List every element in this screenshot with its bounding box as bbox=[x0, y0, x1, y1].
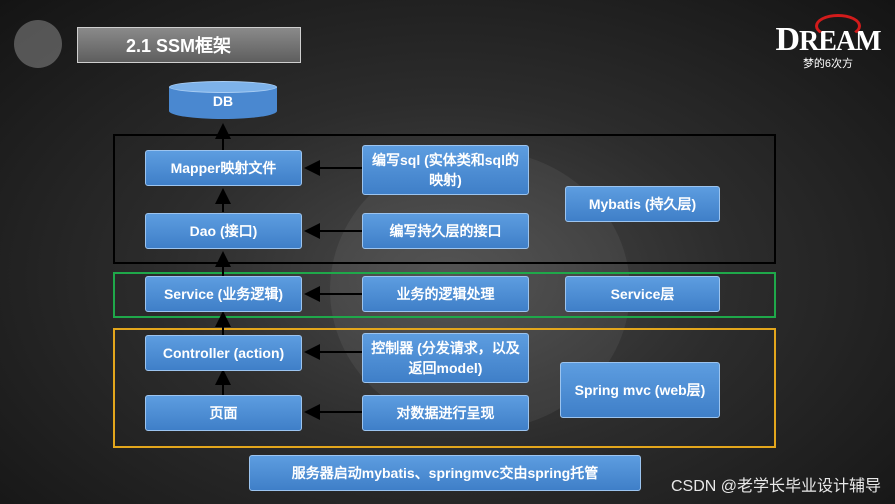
node-write-sql: 编写sql (实体类和sql的映射) bbox=[362, 145, 529, 195]
service-layer-frame bbox=[113, 272, 776, 318]
dream-logo: DREAM 梦的6次方 bbox=[773, 14, 883, 74]
node-dao: Dao (接口) bbox=[145, 213, 302, 249]
logo-swirl-icon bbox=[815, 14, 861, 38]
node-write-dao: 编写持久层的接口 bbox=[362, 213, 529, 249]
node-controller-desc: 控制器 (分发请求，以及返回model) bbox=[362, 333, 529, 383]
slide-title: 2.1 SSM框架 bbox=[77, 27, 301, 63]
background-bokeh bbox=[14, 20, 62, 68]
node-controller: Controller (action) bbox=[145, 335, 302, 371]
csdn-watermark: CSDN @老学长毕业设计辅导 bbox=[670, 478, 881, 495]
node-service-layer: Service层 bbox=[565, 276, 720, 312]
node-page: 页面 bbox=[145, 395, 302, 431]
node-page-desc: 对数据进行呈现 bbox=[362, 395, 529, 431]
node-footer: 服务器启动mybatis、springmvc交由spring托管 bbox=[249, 455, 641, 491]
node-biz-logic: 业务的逻辑处理 bbox=[362, 276, 529, 312]
node-mapper: Mapper映射文件 bbox=[145, 150, 302, 186]
node-springmvc: Spring mvc (web层) bbox=[560, 362, 720, 418]
database-icon bbox=[169, 81, 277, 93]
logo-wordmark: DREAM bbox=[775, 21, 881, 58]
database-cylinder: DB bbox=[169, 81, 277, 121]
node-mybatis: Mybatis (持久层) bbox=[565, 186, 720, 222]
node-service: Service (业务逻辑) bbox=[145, 276, 302, 312]
web-layer-frame bbox=[113, 328, 776, 448]
logo-subtitle: 梦的6次方 bbox=[802, 58, 854, 70]
mybatis-layer-frame bbox=[113, 134, 776, 264]
db-label: DB bbox=[212, 93, 234, 109]
